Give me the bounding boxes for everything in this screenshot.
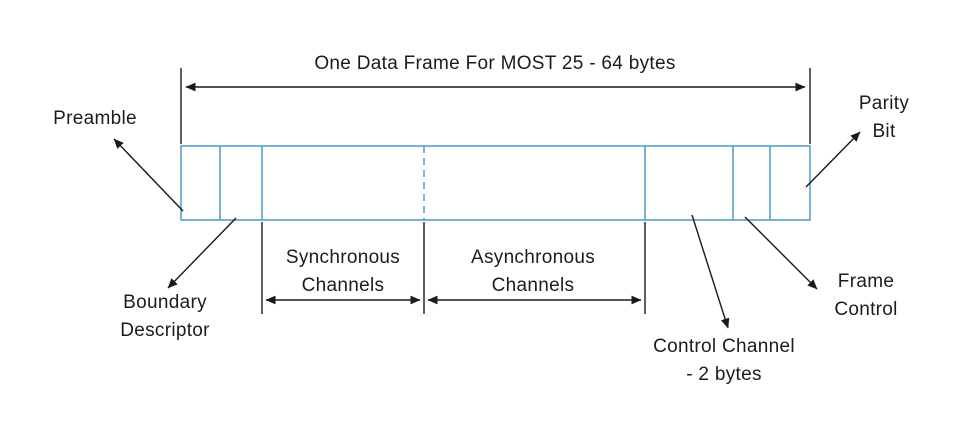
frame-section-asynchronous-channels — [424, 146, 645, 220]
asynchronous-channels-label: Asynchronous Channels — [471, 244, 595, 300]
diagram-title: One Data Frame For MOST 25 - 64 bytes — [314, 53, 676, 74]
asynchronous-channels-label-line1: Asynchronous — [470, 247, 596, 268]
boundary-descriptor-label-line2: Descriptor — [120, 320, 210, 341]
frame-section-parity-bit — [770, 146, 810, 220]
frame-section-preamble — [181, 146, 220, 220]
control-channel-label: Control Channel - 2 bytes — [653, 333, 795, 389]
frame-control-label-line2: Control — [834, 299, 898, 320]
parity-bit-label-line1: Parity — [858, 93, 910, 114]
synchronous-channels-label-line2: Channels — [301, 275, 385, 296]
boundary-descriptor-label: Boundary Descriptor — [120, 289, 210, 345]
control-channel-arrow — [691, 214, 730, 329]
frame-control-label-line1: Frame — [837, 271, 895, 292]
frame-section-control-channel — [645, 146, 733, 220]
parity-bit-label-line2: Bit — [872, 121, 896, 142]
parity-bit-label: Parity Bit — [859, 90, 909, 146]
frame-sections — [181, 146, 810, 220]
preamble-label: Preamble — [53, 108, 137, 129]
synchronous-channels-label-line1: Synchronous — [285, 247, 401, 268]
boundary-descriptor-arrow — [167, 217, 237, 289]
parity-bit-arrow — [805, 131, 861, 188]
boundary-descriptor-label-line1: Boundary — [123, 292, 207, 313]
frame-section-frame-control — [733, 146, 770, 220]
frame-control-label: Frame Control — [834, 268, 897, 324]
frame-section-synchronous-channels — [262, 146, 424, 220]
control-channel-label-line2: - 2 bytes — [686, 364, 762, 385]
control-channel-label-line1: Control Channel — [653, 336, 795, 357]
asynchronous-channels-label-line2: Channels — [491, 275, 575, 296]
preamble-arrow — [113, 138, 184, 212]
frame-section-boundary-descriptor — [220, 146, 262, 220]
synchronous-channels-label: Synchronous Channels — [286, 244, 400, 300]
frame-control-arrow — [744, 216, 818, 290]
